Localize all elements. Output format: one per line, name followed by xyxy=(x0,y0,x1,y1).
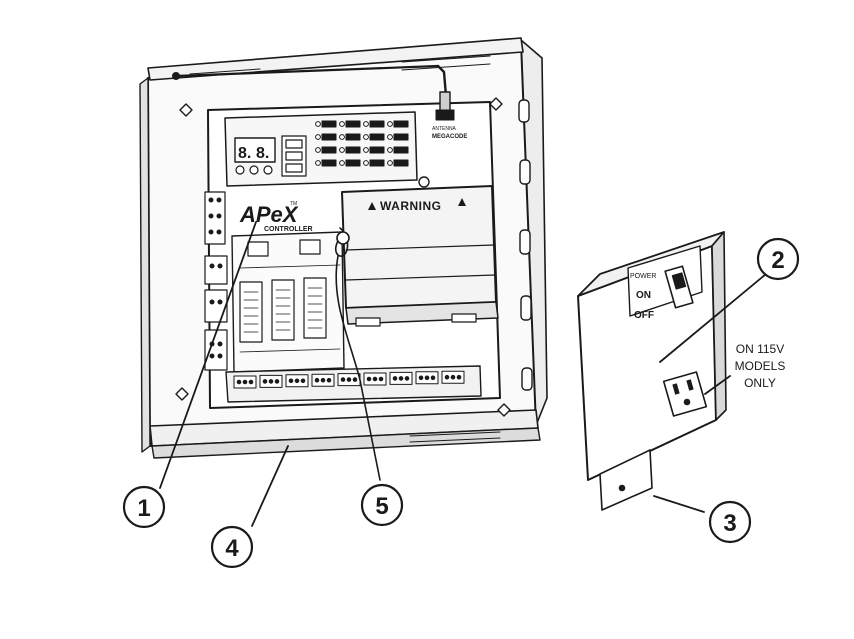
svg-text:5: 5 xyxy=(375,493,388,520)
brand-sub-text: CONTROLLER xyxy=(264,226,313,233)
note-line-2: MODELS xyxy=(735,359,786,373)
status-led xyxy=(339,121,345,127)
antenna-text: ANTENNA xyxy=(432,126,457,132)
status-led xyxy=(315,134,321,140)
terminal-screw xyxy=(268,379,274,384)
status-led xyxy=(363,134,369,140)
warning-triangle-icon xyxy=(368,198,466,210)
led-tag xyxy=(369,120,385,128)
status-led xyxy=(363,147,369,153)
terminal-screw xyxy=(430,375,436,381)
terminal-screw xyxy=(392,376,398,381)
callout-1: 1 xyxy=(122,485,166,529)
note-line-3: ONLY xyxy=(744,376,776,390)
terminal-screw xyxy=(378,376,384,382)
status-led xyxy=(339,160,345,166)
terminal-screw xyxy=(404,376,410,381)
status-led xyxy=(387,121,393,127)
status-led xyxy=(363,160,369,166)
callout-5: 5 xyxy=(360,483,404,527)
warning-cover xyxy=(341,176,499,327)
terminal-screw xyxy=(398,376,404,381)
terminal-screw xyxy=(340,377,346,382)
terminal-screw xyxy=(294,378,300,384)
display-digit-1: 8. xyxy=(238,145,251,162)
off-label: OFF xyxy=(634,310,654,321)
status-led xyxy=(315,160,321,166)
terminal-screw xyxy=(248,379,254,385)
svg-text:2: 2 xyxy=(771,247,784,274)
power-box-labels: POWER ON OFF ON 115V MODELS ONLY xyxy=(630,273,785,390)
terminal-screw xyxy=(444,374,450,380)
terminal-screw xyxy=(320,377,326,383)
status-led xyxy=(387,134,393,140)
led-tag xyxy=(369,146,385,154)
terminal-screw xyxy=(366,376,372,382)
led-tag xyxy=(321,146,337,154)
callout-4: 4 xyxy=(210,525,254,569)
status-led xyxy=(387,160,393,166)
led-tag xyxy=(321,133,337,141)
led-tag xyxy=(321,120,337,128)
led-tag xyxy=(345,133,361,141)
svg-text:4: 4 xyxy=(225,535,239,562)
terminal-screw xyxy=(262,379,268,384)
led-tag xyxy=(345,146,361,154)
terminal-screw xyxy=(242,379,248,385)
leader-lines xyxy=(159,221,767,527)
terminal-screw xyxy=(346,377,352,382)
status-led xyxy=(315,121,321,127)
antenna xyxy=(172,64,455,121)
callout-2: 2 xyxy=(756,237,800,281)
note-line-1: ON 115V xyxy=(736,342,784,356)
status-led xyxy=(387,147,393,153)
board-labels: APeX TM CONTROLLER WARNING ANTENNA MEGAC… xyxy=(238,126,467,233)
status-led xyxy=(339,134,345,140)
terminal-screw xyxy=(418,375,424,381)
terminal-screw xyxy=(314,377,320,383)
power-label: POWER xyxy=(630,273,656,280)
brand-main-text: APeX xyxy=(239,202,299,227)
display-digit-2: 8. xyxy=(256,145,269,162)
svg-text:1: 1 xyxy=(137,495,150,522)
status-led xyxy=(363,121,369,127)
terminal-screw xyxy=(236,379,242,385)
led-tag xyxy=(393,146,409,154)
terminal-screw xyxy=(456,374,462,380)
terminal-screw xyxy=(274,379,280,384)
led-tag xyxy=(369,159,385,167)
status-led xyxy=(315,147,321,153)
brand-tm-text: TM xyxy=(290,201,297,207)
terminal-screw xyxy=(372,376,378,382)
terminal-screw xyxy=(300,378,306,384)
led-tag xyxy=(369,133,385,141)
led-tag xyxy=(393,120,409,128)
callout-3: 3 xyxy=(708,500,752,544)
led-tag xyxy=(345,159,361,167)
power-box xyxy=(577,231,727,511)
warning-text: WARNING xyxy=(380,199,442,213)
terminal-screw xyxy=(288,378,294,384)
led-tag xyxy=(393,133,409,141)
led-tag xyxy=(345,120,361,128)
terminal-screw xyxy=(424,375,430,381)
led-tag xyxy=(393,159,409,167)
terminal-screw xyxy=(352,377,358,382)
megacode-text: MEGACODE xyxy=(432,134,467,140)
led-tag xyxy=(321,159,337,167)
status-led xyxy=(339,147,345,153)
key-lanyard xyxy=(334,227,381,481)
terminal-screw xyxy=(326,377,332,383)
on-label: ON xyxy=(636,290,651,301)
svg-text:3: 3 xyxy=(723,510,736,537)
terminal-screw xyxy=(450,374,456,380)
